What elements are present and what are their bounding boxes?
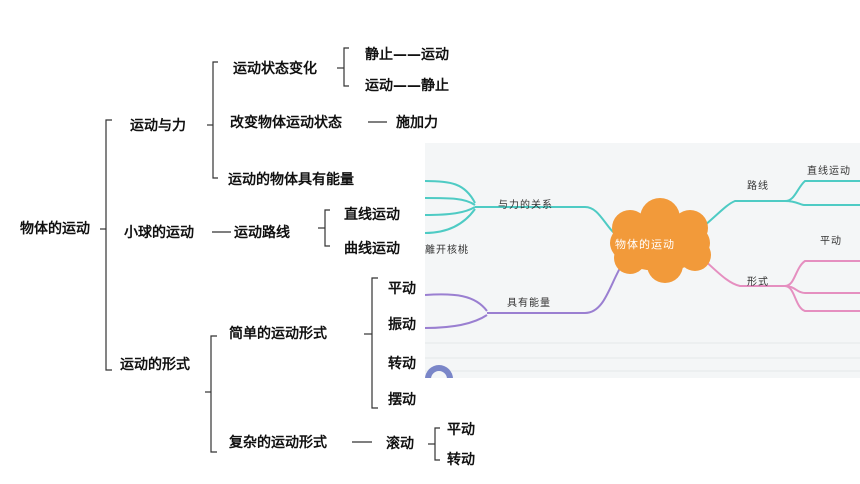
mindmap-left-edge: 離开核桃 bbox=[425, 245, 469, 256]
root-bracket bbox=[105, 119, 112, 371]
simple-bracket bbox=[371, 277, 378, 409]
roll-bracket bbox=[434, 427, 440, 461]
node-simple-translate: 平动 bbox=[388, 281, 416, 297]
node-roll: 滚动 bbox=[386, 436, 414, 452]
mindmap-left-bottom: 具有能量 bbox=[507, 298, 551, 309]
mindmap-right-top: 路线 bbox=[747, 181, 769, 192]
node-still-to-move: 静止——运动 bbox=[365, 47, 449, 63]
mindmap-branches bbox=[425, 180, 860, 378]
mindmap-image: 与力的关系 具有能量 離开核桃 物体的运动 路线 直线运动 形式 平动 bbox=[425, 143, 860, 378]
branch-force: 运动与力 bbox=[130, 118, 186, 134]
node-simple-vibrate: 振动 bbox=[388, 317, 416, 333]
node-simple-swing: 摆动 bbox=[388, 392, 416, 408]
mindmap-left-top: 与力的关系 bbox=[498, 200, 553, 211]
forms-bracket bbox=[210, 335, 217, 453]
node-roll-rotate: 转动 bbox=[447, 452, 475, 468]
mindmap-right-top-leaf: 直线运动 bbox=[807, 166, 851, 177]
node-path: 运动路线 bbox=[234, 225, 290, 241]
node-simple-rotate: 转动 bbox=[388, 356, 416, 372]
force-bracket bbox=[212, 61, 218, 179]
branch-ball: 小球的运动 bbox=[124, 225, 194, 241]
node-simple: 简单的运动形式 bbox=[229, 326, 327, 342]
node-change-state: 改变物体运动状态 bbox=[230, 115, 342, 131]
node-apply-force: 施加力 bbox=[396, 115, 438, 131]
node-energy: 运动的物体具有能量 bbox=[228, 172, 354, 188]
node-move-to-still: 运动——静止 bbox=[365, 78, 449, 94]
root-node: 物体的运动 bbox=[20, 221, 90, 237]
center-cloud bbox=[610, 198, 711, 283]
pink-branch-right bbox=[692, 250, 860, 312]
node-roll-translate: 平动 bbox=[447, 422, 475, 438]
state-change-bracket bbox=[343, 47, 349, 87]
node-state-change: 运动状态变化 bbox=[233, 61, 317, 77]
teal-branch-right bbox=[692, 180, 860, 236]
purple-branch-left bbox=[425, 262, 624, 329]
path-bracket bbox=[324, 209, 330, 247]
mindmap-right-bottom: 形式 bbox=[747, 277, 769, 288]
mindmap-center: 物体的运动 bbox=[615, 238, 675, 251]
node-curve: 曲线运动 bbox=[344, 241, 400, 257]
branch-forms: 运动的形式 bbox=[120, 357, 190, 373]
mindmap-right-bottom-leaf: 平动 bbox=[820, 236, 842, 247]
node-straight: 直线运动 bbox=[344, 207, 400, 223]
node-complex: 复杂的运动形式 bbox=[229, 435, 327, 451]
